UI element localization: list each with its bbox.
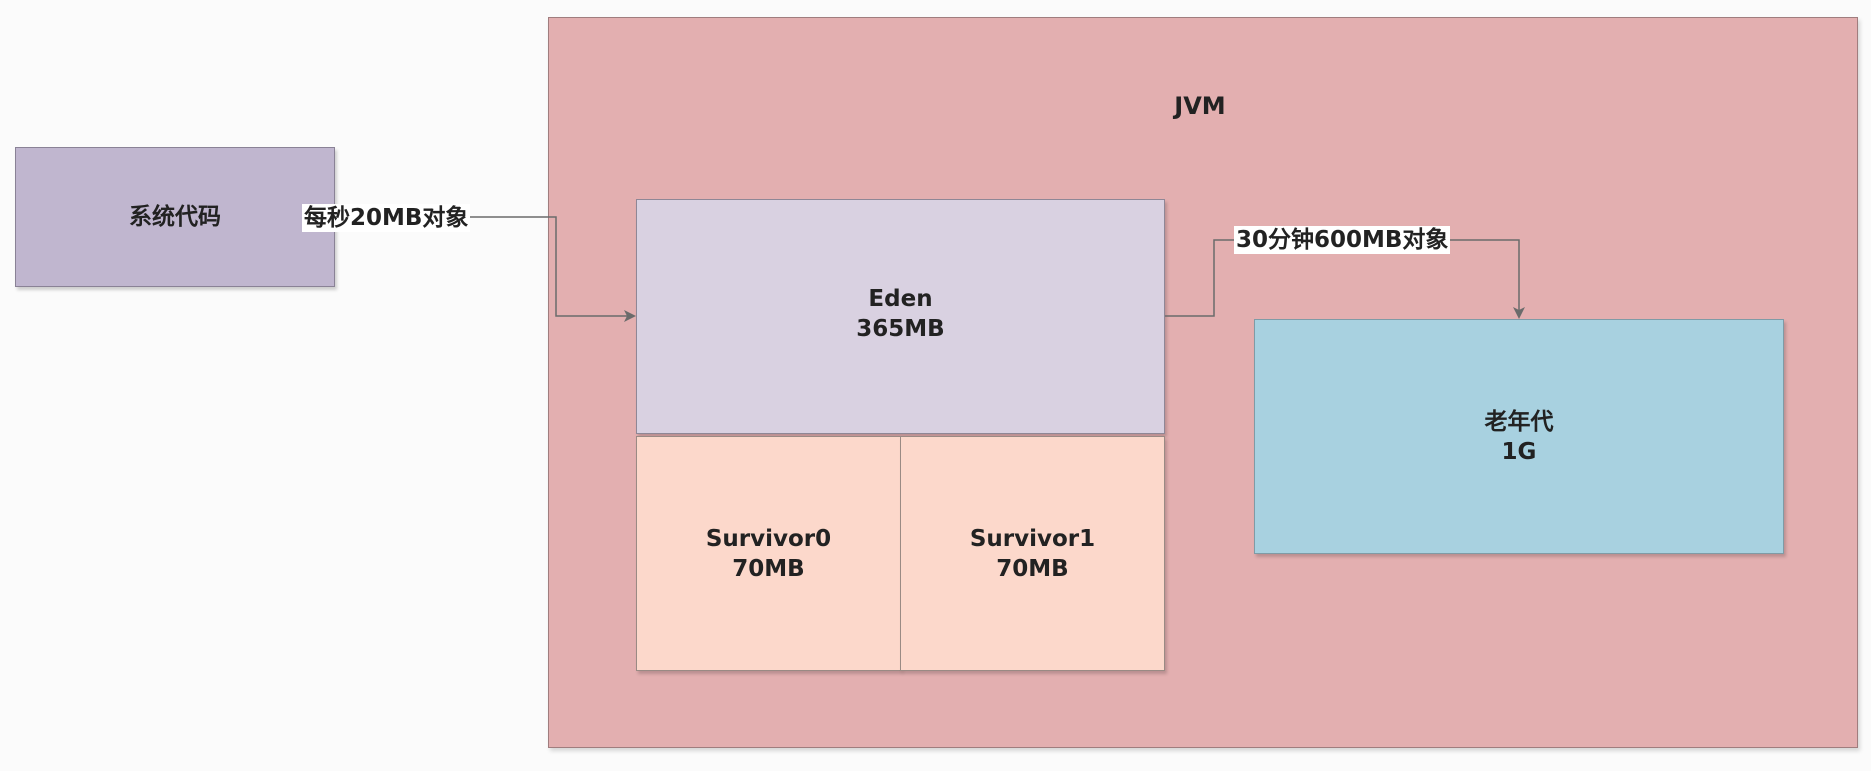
old-gen-size: 1G [1501,438,1537,465]
eden-to-old-arrow [1165,239,1525,319]
survivor1-box: Survivor1 70MB [900,436,1165,671]
survivor0-name: Survivor0 [705,525,832,552]
survivor0-box: Survivor0 70MB [636,436,901,671]
edge-label-system-to-eden: 每秒20MB对象 [302,204,471,232]
system-code-box: 系统代码 [15,147,335,287]
system-code-label: 系统代码 [129,204,221,230]
old-gen-name: 老年代 [1484,408,1554,435]
edge-label-eden-to-old: 30分钟600MB对象 [1234,226,1451,254]
jvm-title: JVM [1174,92,1226,120]
old-gen-box: 老年代 1G [1254,319,1784,554]
eden-size: 365MB [856,316,945,342]
survivor0-size: 70MB [732,555,805,582]
survivor1-name: Survivor1 [969,525,1096,552]
eden-name: Eden [868,286,933,312]
eden-box: Eden 365MB [636,199,1165,434]
survivor1-size: 70MB [996,555,1069,582]
